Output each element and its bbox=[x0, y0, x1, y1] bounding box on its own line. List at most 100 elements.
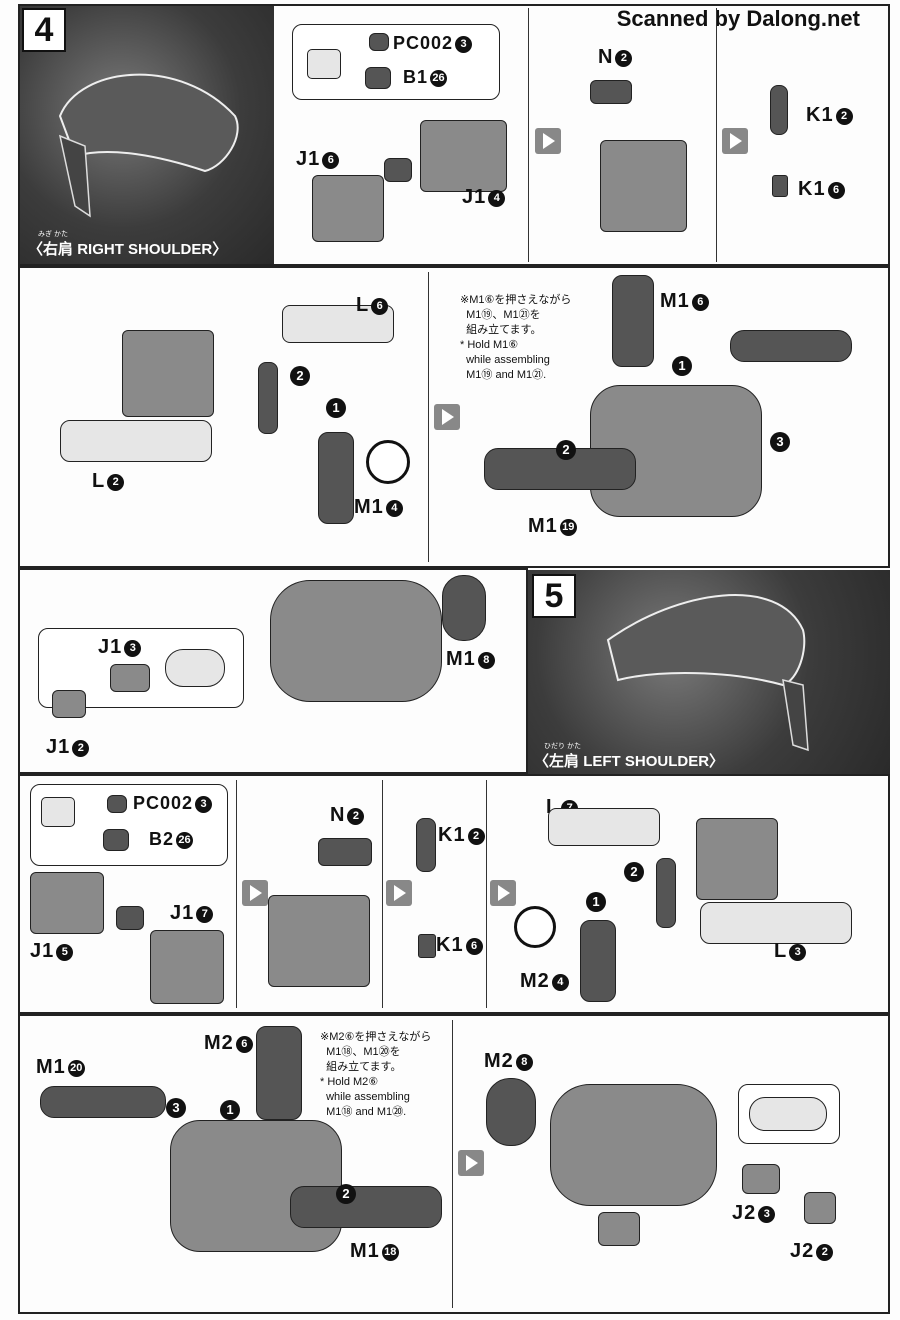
step4-hold-note: ※M1⑥を押さえながら M1⑲、M1㉑を 組み立てます。 * Hold M1⑥ … bbox=[460, 294, 572, 381]
left-shoulder-caption: ひだり かた 〈左肩 LEFT SHOULDER〉 bbox=[534, 743, 725, 770]
right-shoulder-photo-shape bbox=[58, 73, 239, 218]
shoulder-half-assembly bbox=[550, 1084, 717, 1206]
b1-part bbox=[365, 67, 391, 89]
step-3-marker: 3 bbox=[770, 432, 790, 452]
step-2-marker: 2 bbox=[556, 440, 576, 460]
step-2-marker: 2 bbox=[624, 862, 644, 882]
m24-peg-part bbox=[656, 858, 676, 928]
n2-assembly-part bbox=[600, 140, 687, 232]
step4-row2-frame bbox=[18, 266, 890, 568]
l2-part bbox=[60, 420, 212, 462]
j13-part bbox=[110, 664, 150, 692]
k12-part bbox=[416, 818, 436, 872]
flow-arrow-icon bbox=[490, 880, 516, 906]
shoulder-half-assembly bbox=[270, 580, 442, 702]
pc-joint-part bbox=[116, 906, 144, 930]
left-shoulder-ruby: ひだり かた bbox=[544, 743, 581, 750]
no-cut-icon bbox=[366, 440, 410, 484]
row4-divider-a bbox=[236, 780, 237, 1008]
j23-part bbox=[742, 1164, 780, 1194]
pc002-part bbox=[107, 795, 127, 813]
left-shoulder-photo-shape bbox=[606, 594, 809, 752]
step5-number: 5 bbox=[532, 574, 576, 618]
joint-part bbox=[598, 1212, 640, 1246]
j17-part bbox=[150, 930, 224, 1004]
row5-divider bbox=[452, 1020, 453, 1308]
row4-divider-b bbox=[382, 780, 383, 1008]
step4-row3-frame bbox=[18, 568, 528, 774]
pc-joint-part bbox=[384, 158, 412, 182]
flow-arrow-icon bbox=[722, 128, 748, 154]
n2-assembly-part bbox=[268, 895, 370, 987]
k12-part bbox=[770, 85, 788, 135]
step4-photo: 4 みぎ かた 〈右肩 RIGHT SHOULDER〉 bbox=[20, 6, 274, 264]
step-1-marker: 1 bbox=[586, 892, 606, 912]
right-shoulder-ruby: みぎ かた bbox=[38, 231, 68, 238]
step-1-marker: 1 bbox=[672, 356, 692, 376]
n2-part bbox=[318, 838, 372, 866]
j14-part bbox=[420, 120, 507, 192]
ring-joint-icon bbox=[749, 1097, 827, 1131]
step4-number: 4 bbox=[22, 8, 66, 52]
l7-part bbox=[548, 808, 660, 846]
step-2-marker: 2 bbox=[290, 366, 310, 386]
m18-part bbox=[442, 575, 486, 641]
step4-row1-frame bbox=[18, 4, 890, 266]
flow-arrow-icon bbox=[458, 1150, 484, 1176]
ring-joint-icon bbox=[165, 649, 225, 687]
right-shoulder-en: RIGHT SHOULDER bbox=[77, 241, 213, 258]
step5-photo: 5 ひだり かた 〈左肩 LEFT SHOULDER〉 bbox=[528, 570, 890, 774]
shoulder-core-part bbox=[122, 330, 214, 417]
m120-part bbox=[40, 1086, 166, 1118]
row2-divider bbox=[428, 272, 429, 562]
flow-arrow-icon bbox=[434, 404, 460, 430]
left-shoulder-en: LEFT SHOULDER bbox=[583, 753, 710, 770]
m28-part bbox=[486, 1078, 536, 1146]
u-joint-icon bbox=[307, 49, 341, 79]
flow-arrow-icon bbox=[242, 880, 268, 906]
b2-part bbox=[103, 829, 129, 851]
step-3-marker: 3 bbox=[166, 1098, 186, 1118]
step5-row4-frame bbox=[18, 774, 890, 1014]
m118-part bbox=[290, 1186, 442, 1228]
step-1-marker: 1 bbox=[220, 1100, 240, 1120]
j16-part bbox=[312, 175, 384, 242]
flow-arrow-icon bbox=[386, 880, 412, 906]
j22-part bbox=[804, 1192, 836, 1224]
n2-part bbox=[590, 80, 632, 104]
j12-part bbox=[52, 690, 86, 718]
u-joint-icon bbox=[41, 797, 75, 827]
m121-part bbox=[730, 330, 852, 362]
no-cut-icon bbox=[514, 906, 556, 948]
m16-part bbox=[612, 275, 654, 367]
j2-inset-box bbox=[738, 1084, 840, 1144]
k16-part bbox=[772, 175, 788, 197]
step5-row5-frame bbox=[18, 1014, 890, 1314]
